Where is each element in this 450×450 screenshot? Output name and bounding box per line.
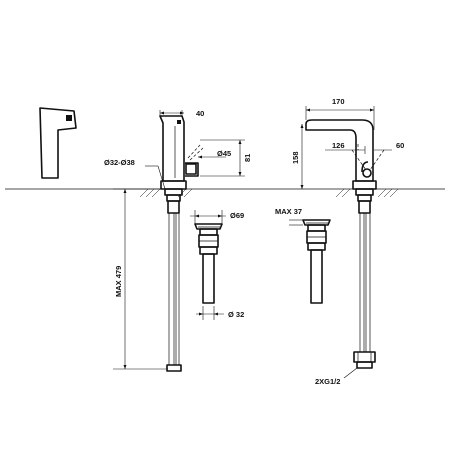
front-view-faucet [305, 119, 385, 369]
label-170: 170 [332, 97, 345, 106]
dimension-126 [325, 146, 366, 154]
label-max-37: MAX 37 [275, 207, 302, 216]
label-81: 81 [243, 154, 252, 162]
dimension-32 [196, 306, 224, 320]
label-dia-32-38: Ø32-Ø38 [104, 158, 135, 167]
label-dia-32: Ø 32 [228, 310, 244, 319]
label-126: 126 [332, 141, 345, 150]
dimension-thread [343, 367, 358, 379]
dimension-40 [159, 110, 184, 116]
drain-waste-left [194, 223, 223, 304]
side-view-faucet [159, 115, 204, 372]
faucet-thumbnail-icon [39, 107, 77, 179]
label-60: 60 [396, 141, 404, 150]
label-max-479: MAX 479 [114, 266, 123, 297]
dimension-max-479 [113, 188, 168, 370]
dimension-32-38 [145, 165, 166, 190]
label-dia-69: Ø69 [230, 211, 244, 220]
dimension-max-37 [289, 219, 303, 226]
label-158: 158 [291, 151, 300, 164]
dimension-69 [190, 210, 226, 224]
dimension-170 [305, 106, 375, 130]
drain-waste-right [302, 219, 331, 304]
dimension-45 [198, 155, 226, 159]
countertop-hatching-right [335, 188, 399, 198]
dimension-158 [300, 124, 304, 189]
dimension-81 [200, 139, 245, 177]
label-dia-45: Ø45 [217, 149, 231, 158]
label-40: 40 [196, 109, 204, 118]
label-thread: 2XG1/2 [315, 377, 340, 386]
